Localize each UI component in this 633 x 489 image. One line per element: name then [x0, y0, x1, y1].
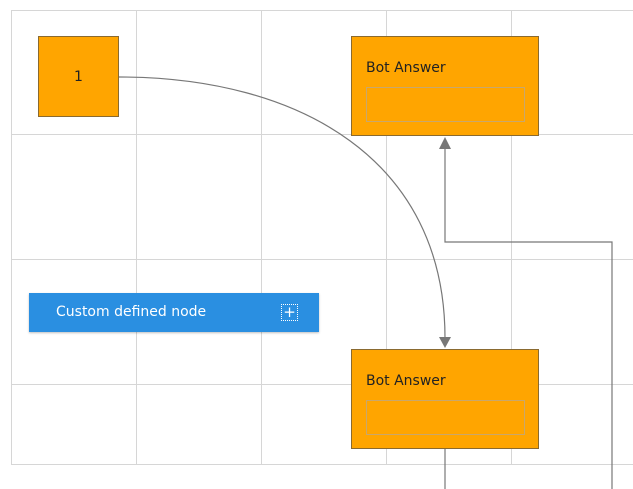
bot-answer-field[interactable] [366, 87, 525, 122]
bot-answer-node-bottom[interactable]: Bot Answer [351, 349, 539, 449]
arrowhead-up [439, 137, 451, 149]
connector-start-to-bot-bottom[interactable] [118, 76, 446, 339]
custom-defined-node[interactable]: Custom defined node + [29, 293, 319, 332]
start-node[interactable]: 1 [38, 36, 119, 117]
custom-node-label: Custom defined node [56, 304, 207, 320]
bot-answer-title: Bot Answer [366, 373, 446, 389]
connector-elbow-to-bot-top[interactable] [444, 149, 613, 489]
bot-answer-node-top[interactable]: Bot Answer [351, 36, 539, 136]
bot-answer-field[interactable] [366, 400, 525, 435]
bot-answer-title: Bot Answer [366, 60, 446, 76]
plus-icon[interactable]: + [281, 304, 298, 321]
start-node-label: 1 [74, 68, 83, 85]
arrowhead-down [439, 337, 451, 348]
